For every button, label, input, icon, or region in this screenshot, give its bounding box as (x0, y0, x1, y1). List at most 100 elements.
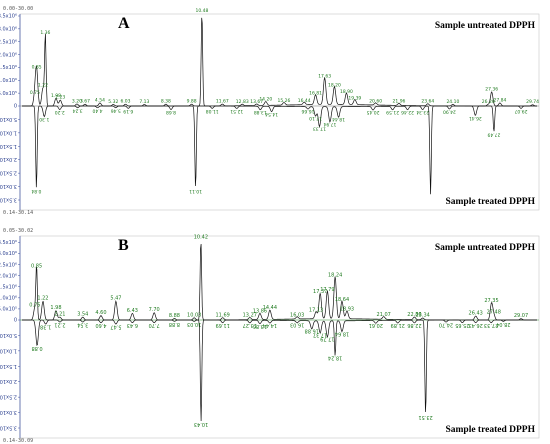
peak-label: 27.48 (487, 310, 501, 316)
peak-label: 10.48 (195, 8, 208, 14)
peak-label: 6.43 (127, 322, 138, 328)
peak-label: 13.86 (253, 308, 267, 314)
peak-label: 5.46 (111, 107, 121, 113)
y-tick-label: 1.0x10⁶ (0, 129, 17, 135)
peak-label: 20.60 (369, 98, 382, 104)
peak-label: 29.74 (526, 99, 539, 105)
legend-treated: Sample treated DPPH (445, 425, 535, 435)
peak-label: 17.63 (318, 74, 331, 80)
y-tick-label: 0 (14, 318, 17, 324)
peak-label: 27.35 (484, 298, 498, 304)
run-range-footer: 0.14-30.09 (3, 438, 33, 444)
legend-untreated: Sample untreated DPPH (435, 21, 536, 31)
peak-label: 22.46 (401, 109, 414, 115)
y-tick-label: 3.0x10⁶ (0, 409, 17, 415)
y-tick-label: 1.0x10⁶ (0, 78, 17, 84)
y-tick-label: 1.5x10⁶ (0, 284, 17, 290)
peak-label: 9.88 (187, 99, 197, 105)
y-tick-label: 5.0x10⁵ (0, 307, 17, 313)
peak-label: 26.41 (469, 115, 482, 121)
y-tick-label: 2.0x10⁶ (0, 52, 17, 58)
y-tick-label: 3.0x10⁶ (0, 251, 17, 257)
peak-label: 24.10 (446, 99, 459, 105)
peak-label: 28.04 (496, 321, 510, 327)
peak-label: 1.98 (50, 305, 61, 311)
peak-label: 24.70 (439, 322, 453, 328)
peak-label: 18.20 (328, 83, 341, 89)
legend-untreated: Sample untreated DPPH (435, 243, 536, 253)
peak-label: 4.40 (92, 107, 102, 113)
y-tick-label: 5.0x10⁵ (0, 116, 17, 122)
trace-untreated (22, 17, 538, 107)
y-tick-label: 2.0x10⁶ (0, 273, 17, 279)
peak-label: 27.84 (493, 97, 506, 103)
panel-letter: B (118, 237, 129, 254)
peak-label: 23.34 (416, 313, 430, 319)
peak-label: 10.03 (187, 312, 201, 318)
peak-label: 7.13 (139, 99, 149, 105)
peak-label: 8.68 (166, 109, 176, 115)
peak-label: 13.27 (243, 322, 257, 328)
run-range-header: 0.05-30.02 (3, 228, 33, 234)
peak-label: 12.51 (230, 108, 243, 114)
peak-label: 5.47 (110, 324, 121, 330)
peak-label: 13.86 (253, 323, 267, 329)
peak-label: 18.24 (328, 272, 342, 278)
y-tick-label: 3.5x10⁶ (0, 240, 17, 246)
legend-treated: Sample treated DPPH (445, 197, 535, 207)
y-tick-label: 5.0x10⁵ (0, 332, 17, 338)
peak-label: 8.38 (161, 99, 171, 105)
y-tick-label: 3.5x10⁶ (0, 425, 17, 431)
peak-label: 20.45 (366, 109, 379, 115)
peak-label: 19.39 (348, 95, 361, 101)
y-tick-label: 2.0x10⁶ (0, 378, 17, 384)
peak-label: 22.86 (407, 312, 421, 318)
run-range-header: 0.00-30.00 (3, 6, 33, 12)
peak-label: 26.43 (469, 311, 483, 317)
peak-label: 21.96 (393, 98, 406, 104)
peak-label: 3.67 (80, 99, 90, 105)
peak-label: 15.26 (278, 98, 291, 104)
peak-label: 18.64 (335, 297, 349, 303)
y-tick-label: 2.5x10⁶ (0, 262, 17, 268)
peak-label: 2.21 (54, 322, 65, 328)
peak-label: 8.88 (169, 313, 180, 319)
peak-label: 27.49 (487, 131, 500, 137)
y-tick-label: 2.5x10⁶ (0, 170, 17, 176)
peak-label: 16.44 (298, 98, 311, 104)
peak-label: 12.83 (236, 99, 249, 105)
peak-label: 1.22 (38, 83, 48, 89)
y-tick-label: 2.5x10⁶ (0, 39, 17, 45)
peak-label: 21.59 (386, 109, 399, 115)
peak-label: 29.07 (514, 313, 528, 319)
peak-label: 11.69 (216, 322, 230, 328)
peak-label: 26.43 (469, 322, 483, 328)
peak-label: 2.21 (54, 312, 65, 318)
y-tick-label: 3.5x10⁶ (0, 197, 17, 203)
panel-b: 0.05-30.02 0.14-30.09 3.5x10⁶ 3.0x10⁶ 2.5x10… (0, 228, 540, 444)
peak-label: 0.75 (30, 90, 40, 96)
peak-label: 25.65 (455, 322, 469, 328)
peak-label: 5.47 (110, 296, 121, 302)
peak-label: 14.20 (259, 97, 272, 103)
peak-label: 23.51 (418, 414, 432, 420)
peak-label: 1.38 (40, 324, 51, 330)
peak-label: 13.27 (243, 312, 257, 318)
peak-label: 5.32 (108, 99, 118, 105)
peak-label: 6.43 (127, 308, 138, 314)
peak-label: 18.90 (340, 89, 353, 95)
run-range-footer: 0.14-30.14 (3, 210, 33, 216)
peak-label: 2.23 (55, 95, 65, 101)
y-tick-label: 1.5x10⁶ (0, 143, 17, 149)
peak-label: 18.24 (328, 355, 342, 361)
peak-label: 17.79 (320, 336, 334, 342)
peak-label: 16.66 (301, 108, 314, 114)
peak-label: 24.90 (443, 108, 456, 114)
y-tick-label: 2.5x10⁶ (0, 394, 17, 400)
panel-a: 0.00-30.000.14-30.143.5x10⁶3.0x10⁶2.5x10… (0, 6, 540, 216)
y-tick-label: 1.0x10⁶ (0, 296, 17, 302)
peak-label: 0.84 (31, 188, 41, 194)
peak-label: 21.89 (391, 322, 405, 328)
peak-label: 11.67 (216, 99, 229, 105)
peak-label: 11.08 (206, 108, 219, 114)
